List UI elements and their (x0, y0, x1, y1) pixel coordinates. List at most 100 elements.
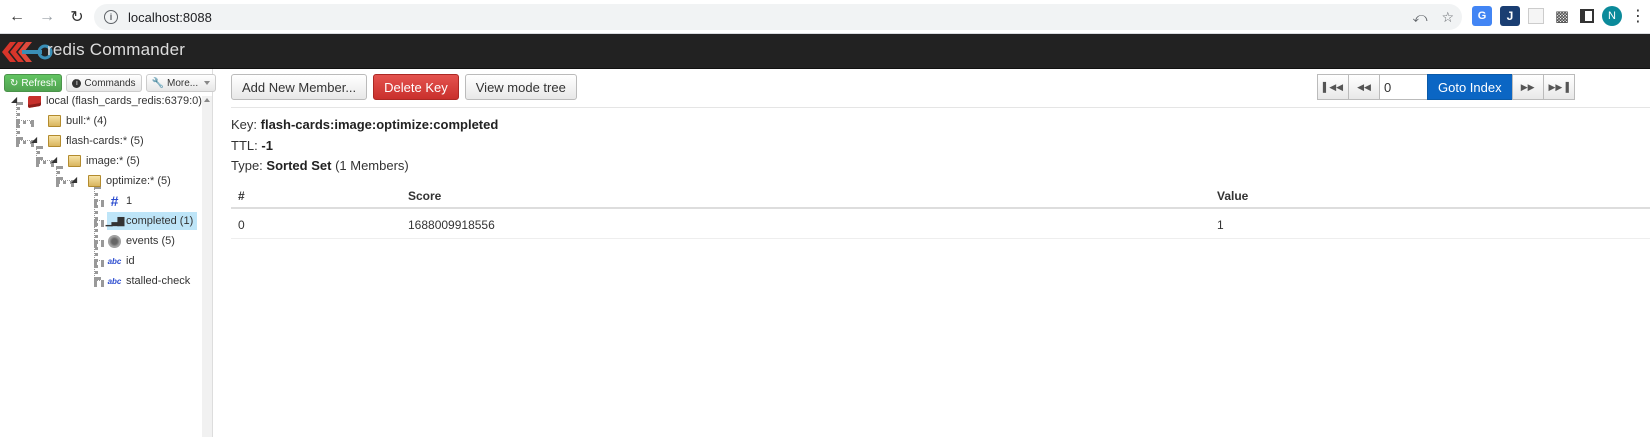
stream-icon (107, 234, 122, 249)
next-page-icon[interactable]: ▶▶ (1511, 74, 1544, 100)
collapse-toggle-icon[interactable]: ◢ (71, 175, 78, 184)
key-value: flash-cards:image:optimize:completed (260, 117, 499, 132)
extensions-puzzle-icon[interactable]: ▩ (1554, 8, 1570, 25)
key-detail-panel: Add New Member... Delete Key View mode t… (213, 69, 1650, 437)
app-title: redis Commander (47, 40, 186, 59)
commands-label: Commands (84, 77, 136, 89)
tree-node-label: 1 (126, 195, 133, 207)
side-panel-icon[interactable] (1580, 9, 1594, 23)
tree-node-label: optimize:* (5) (106, 175, 171, 187)
back-arrow-icon[interactable]: ← (9, 7, 25, 25)
index-input[interactable] (1379, 74, 1428, 100)
share-icon[interactable]: ⤺ (1412, 8, 1428, 25)
string-icon: abc (107, 256, 122, 266)
blank-extension-icon[interactable] (1528, 8, 1544, 24)
member-count: (1 Members) (335, 158, 409, 173)
key-info: Key: flash-cards:image:optimize:complete… (231, 117, 498, 132)
tree-node-completed[interactable]: ▁▃▇ completed (1) (105, 212, 198, 230)
translate-extension-icon[interactable]: G (1472, 6, 1492, 26)
app-navbar: redis Commander (0, 34, 1650, 69)
tree-node-stalled-check[interactable]: abc stalled-check (107, 272, 191, 290)
goto-index-button[interactable]: Goto Index (1427, 74, 1513, 100)
table-row[interactable]: 0 1688009918556 1 (231, 209, 1650, 239)
cell-score: 1688009918556 (408, 218, 495, 232)
tree-node-label: stalled-check (126, 275, 191, 287)
divider (231, 107, 1650, 108)
column-header-index: # (238, 189, 245, 203)
sidebar: ↻ Refresh i Commands 🔧 More... ◢ ◢ ◢ ◢ (0, 69, 217, 437)
tree-node-label: image:* (5) (86, 155, 140, 167)
ttl-value: -1 (261, 138, 273, 153)
reload-icon[interactable]: ↻ (70, 8, 84, 26)
column-header-value: Value (1217, 189, 1249, 203)
tree-node-label: completed (1) (126, 215, 194, 227)
more-label: More... (167, 77, 199, 89)
view-mode-tree-button[interactable]: View mode tree (464, 74, 577, 100)
folder-icon (87, 174, 102, 189)
type-info: Type: Sorted Set (1 Members) (231, 158, 409, 173)
tree-scrollbar[interactable] (202, 96, 212, 437)
type-value: Sorted Set (266, 158, 332, 173)
tree-node-label: events (5) (126, 235, 175, 247)
string-icon: abc (107, 276, 122, 286)
refresh-label: Refresh (21, 77, 57, 89)
tree-node-label: id (126, 255, 135, 267)
wrench-icon: 🔧 (151, 77, 164, 89)
delete-key-button[interactable]: Delete Key (373, 74, 459, 100)
hash-icon: # (110, 193, 119, 209)
tree-node-optimize[interactable]: optimize:* (5) (87, 172, 171, 190)
dropdown-caret-icon (204, 81, 211, 85)
redis-db-icon (27, 96, 42, 109)
redis-commander-logo-icon (2, 42, 53, 62)
tree-node-local[interactable]: local (flash_cards_redis:6379:0) (27, 96, 202, 110)
key-action-buttons: Add New Member... Delete Key View mode t… (231, 74, 577, 100)
scroll-up-arrow-icon[interactable] (204, 98, 210, 102)
type-label: Type: (231, 158, 263, 173)
ttl-info: TTL: -1 (231, 138, 273, 153)
folder-icon (67, 154, 82, 169)
folder-icon (47, 114, 62, 129)
browser-toolbar: ← → ↻ i localhost:8088 ⤺ ☆ G J ▩ N ⋮ (0, 0, 1650, 34)
column-header-score: Score (408, 189, 442, 203)
tree-node-flash-cards[interactable]: flash-cards:* (5) (47, 132, 144, 150)
forward-arrow-icon[interactable]: → (39, 7, 55, 25)
browser-menu-icon[interactable]: ⋮ (1630, 8, 1646, 25)
key-label: Key: (231, 117, 258, 132)
commands-button[interactable]: i Commands (66, 74, 142, 92)
address-bar[interactable]: i localhost:8088 ⤺ ☆ (94, 4, 1462, 30)
members-table: # Score Value 0 1688009918556 1 (231, 182, 1650, 239)
collapse-toggle-icon[interactable]: ◢ (11, 96, 18, 104)
tree-node-bull[interactable]: bull:* (4) (47, 112, 107, 130)
tree-node-events[interactable]: events (5) (107, 232, 175, 250)
index-pager: ▌◀◀ ◀◀ Goto Index ▶▶ ▶▶▐ (1317, 74, 1575, 100)
refresh-button[interactable]: ↻ Refresh (4, 74, 63, 92)
collapse-toggle-icon[interactable]: ◢ (31, 135, 38, 144)
first-page-icon[interactable]: ▌◀◀ (1317, 74, 1349, 100)
cell-index: 0 (238, 218, 245, 232)
tree-node-label: local (flash_cards_redis:6379:0) (46, 96, 202, 107)
collapse-toggle-icon[interactable]: ◢ (51, 155, 58, 164)
ttl-label: TTL: (231, 138, 258, 153)
last-page-icon[interactable]: ▶▶▐ (1542, 74, 1575, 100)
add-new-member-button[interactable]: Add New Member... (231, 74, 368, 100)
tree-node-label: bull:* (4) (66, 115, 107, 127)
tree-node-image[interactable]: image:* (5) (67, 152, 140, 170)
tree-node-1[interactable]: # 1 (107, 192, 133, 210)
zset-icon: ▁▃▇ (105, 215, 125, 226)
tree-node-id[interactable]: abc id (107, 252, 135, 270)
bookmark-star-icon[interactable]: ☆ (1441, 8, 1454, 25)
tree-node-label: flash-cards:* (5) (66, 135, 144, 147)
j-extension-icon[interactable]: J (1500, 6, 1520, 26)
key-tree: ◢ ◢ ◢ ◢ local (flash_cards_redis:6379:0)… (0, 96, 203, 437)
refresh-icon: ↻ (10, 77, 19, 89)
cell-value: 1 (1217, 218, 1224, 232)
info-circle-icon: i (72, 78, 82, 88)
previous-page-icon[interactable]: ◀◀ (1348, 74, 1380, 100)
more-button[interactable]: 🔧 More... (145, 74, 217, 92)
site-info-icon[interactable]: i (104, 10, 118, 24)
profile-avatar[interactable]: N (1602, 6, 1622, 26)
folder-icon (47, 134, 62, 149)
url-text: localhost:8088 (128, 9, 212, 25)
table-header: # Score Value (231, 182, 1650, 209)
sidebar-toolbar: ↻ Refresh i Commands 🔧 More... (0, 72, 217, 94)
